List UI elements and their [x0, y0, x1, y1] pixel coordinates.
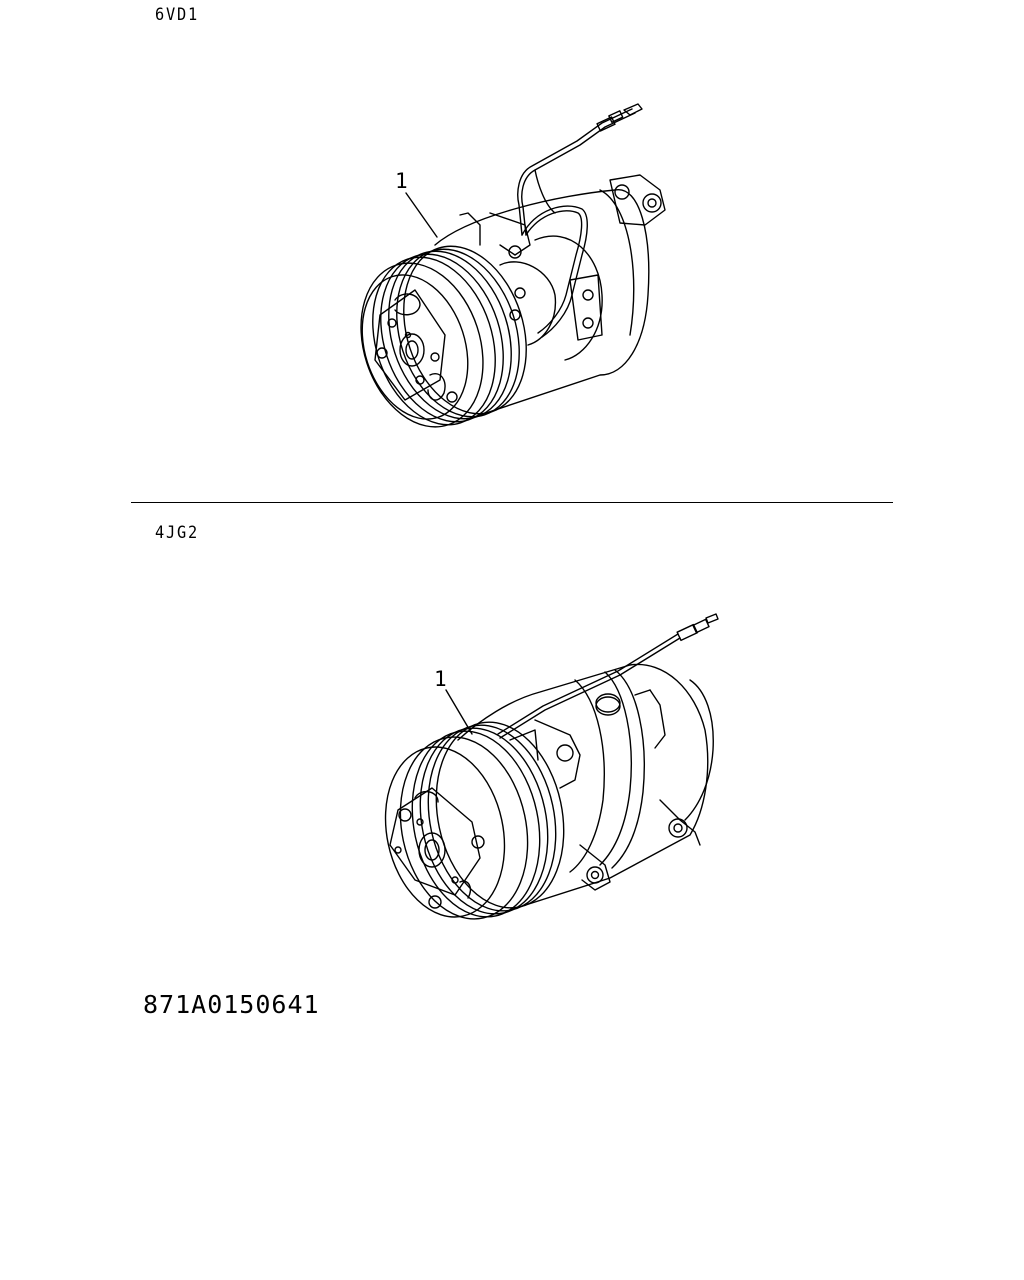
callout-number: 1: [395, 169, 408, 193]
part-number: 871A0150641: [143, 990, 320, 1019]
section-divider: [131, 502, 893, 503]
callout-leader: [406, 193, 437, 237]
callout-number: 1: [434, 667, 447, 691]
pulley: [341, 230, 547, 435]
compressor-body: [435, 175, 665, 415]
compressor-drawing-4jg2: 1: [360, 610, 730, 960]
compressor-drawing-6vd1: 1: [340, 95, 700, 435]
capillary-tube: [498, 614, 718, 738]
engine-label-6vd1: 6VD1: [155, 5, 200, 25]
capillary-tube: [518, 104, 642, 337]
clutch-plate: [370, 736, 519, 928]
compressor-body: [458, 664, 713, 910]
engine-label-4jg2: 4JG2: [155, 523, 200, 543]
pulley: [384, 710, 580, 931]
clutch-plate: [345, 261, 486, 433]
